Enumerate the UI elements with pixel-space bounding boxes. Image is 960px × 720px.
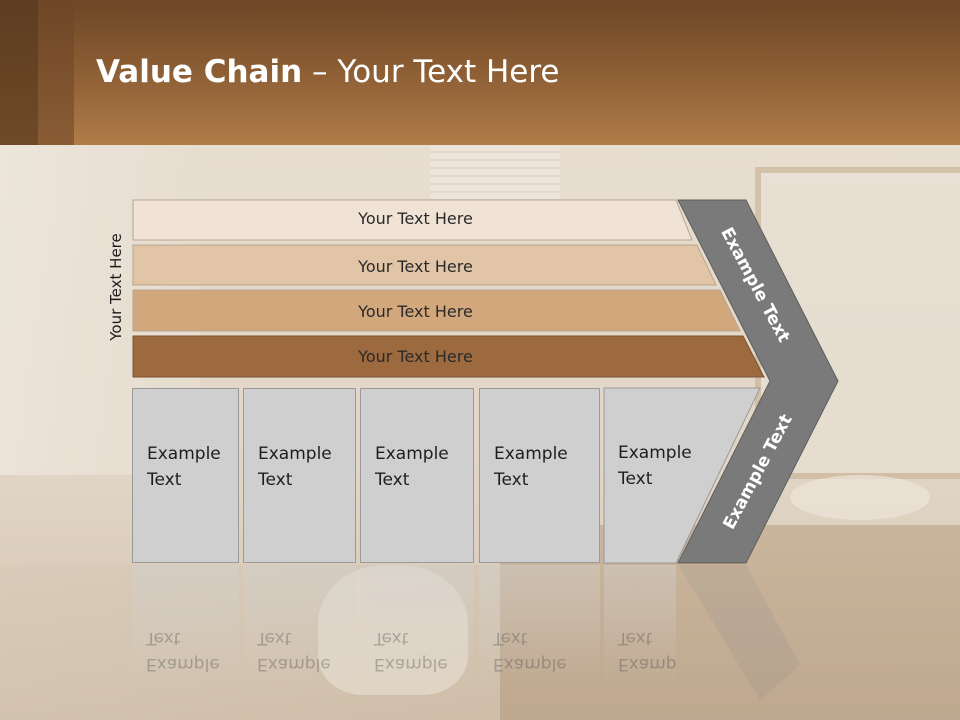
title-bold: Value Chain	[96, 54, 303, 90]
chevron-reflection	[678, 565, 800, 700]
bar-2-shape[interactable]	[132, 244, 717, 286]
slide-title: Value Chain – Your Text Here	[96, 54, 559, 90]
bar-4-label: Your Text Here	[358, 347, 473, 366]
title-rest: – Your Text Here	[302, 54, 560, 90]
bar-4-shape[interactable]	[132, 335, 765, 378]
bar-1-label: Your Text Here	[358, 209, 473, 228]
header-accent-strip	[38, 0, 74, 145]
photo-sink	[790, 475, 930, 520]
bar-2-label: Your Text Here	[358, 257, 473, 276]
photo-toilet	[318, 565, 468, 695]
bar-3-label: Your Text Here	[358, 302, 473, 321]
header-accent-strip	[0, 0, 38, 145]
bar-1-shape[interactable]	[132, 199, 693, 241]
bar-3-shape[interactable]	[132, 289, 741, 332]
header-banner: Value Chain – Your Text Here	[0, 0, 960, 145]
